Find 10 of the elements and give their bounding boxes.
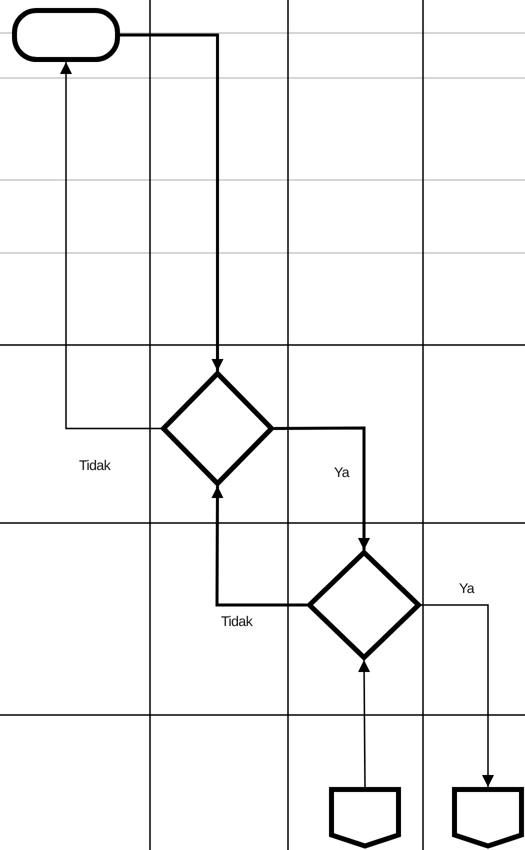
edge-label: Tidak <box>79 457 110 473</box>
arrow <box>60 62 161 430</box>
arrow <box>211 486 307 606</box>
arrow <box>274 426 370 550</box>
edge-label: Ya <box>459 580 474 596</box>
edge-label: Ya <box>334 464 350 480</box>
arrow <box>120 34 224 371</box>
arrow <box>358 660 370 787</box>
edge-label: Tidak <box>221 613 252 629</box>
arrow <box>421 604 494 787</box>
